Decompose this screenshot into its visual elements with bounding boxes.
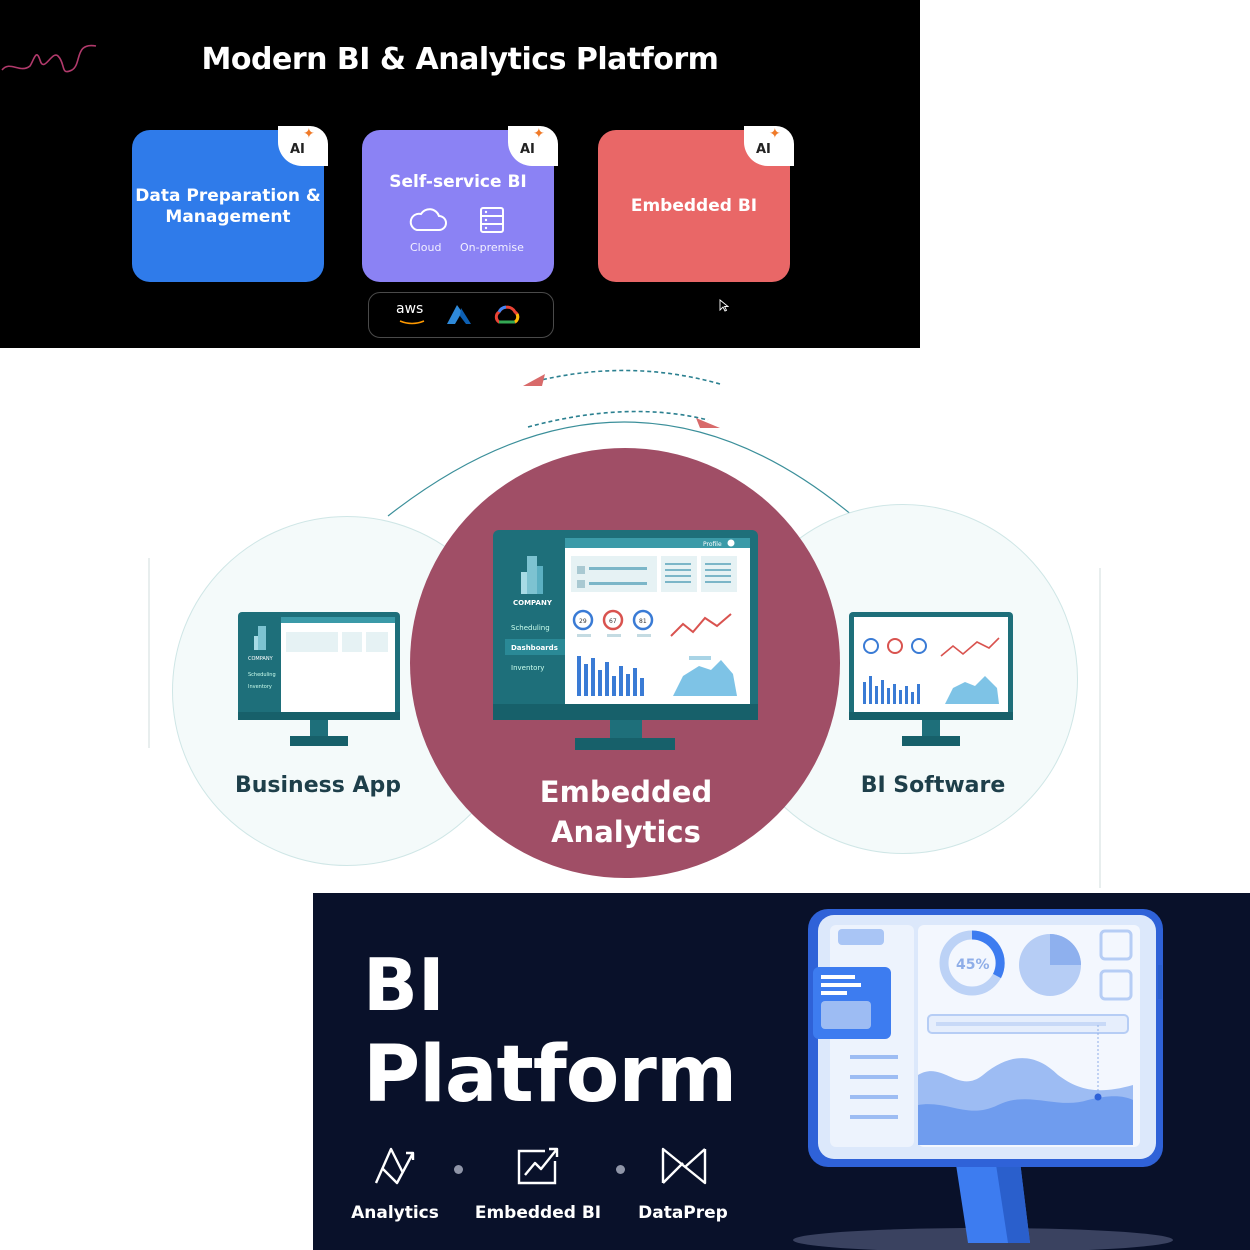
embedded-bi-icon	[517, 1147, 559, 1185]
bi-title: BI	[363, 943, 445, 1027]
analytics-label: Analytics	[351, 1203, 439, 1223]
mouse-cursor-icon	[719, 299, 729, 312]
sparkle-icon: ✦	[303, 126, 315, 142]
scheduling-nav: Scheduling	[511, 624, 550, 632]
dashboards-nav: Dashboards	[511, 644, 558, 652]
separator-dot	[616, 1165, 625, 1174]
platform-title: Platform	[363, 1030, 737, 1120]
company-label: COMPANY	[248, 656, 274, 662]
embedded-analytics-diagram: COMPANY Scheduling Inventory Profile COM…	[148, 348, 1103, 893]
connection-arcs	[387, 369, 854, 517]
cloud-icon	[409, 208, 447, 231]
bi-software-monitor	[849, 612, 1013, 746]
embedded-analytics-line2: Analytics	[551, 815, 701, 849]
analytics-icon	[374, 1147, 415, 1185]
dataprep-label: DataPrep	[638, 1203, 728, 1223]
ai-badge: ✦AI	[278, 126, 328, 166]
gauge-value: 81	[639, 618, 647, 625]
gauge-percent: 45%	[956, 957, 990, 973]
embedded-analytics-monitor: Profile COMPANY Scheduling Dashboards In…	[493, 530, 758, 750]
profile-avatar-icon	[727, 539, 735, 547]
embedded-bi-label: Embedded BI	[474, 1203, 602, 1223]
ai-badge: ✦AI	[508, 126, 558, 166]
server-icon	[480, 207, 504, 233]
inventory-label: Inventory	[248, 684, 272, 690]
on-premise-label: On-premise	[460, 241, 524, 254]
embedded-bi-label: Embedded BI	[630, 196, 758, 216]
gauge-value: 67	[609, 618, 617, 625]
data-preparation-label: Data Preparation & Management	[135, 186, 321, 227]
embedded-analytics-caption: Embedded Analytics	[488, 772, 764, 852]
cloud-label: Cloud	[410, 241, 442, 254]
google-cloud-icon	[494, 305, 520, 324]
self-service-bi-card[interactable]: ✦AI Self-service BI Cloud On-premise	[362, 126, 558, 282]
gauge-value: 29	[579, 618, 587, 625]
arrow-right-icon	[696, 418, 720, 428]
cloud-providers-row: aws	[368, 292, 554, 338]
sparkle-icon: ✦	[769, 126, 781, 142]
aws-smile-icon	[399, 320, 425, 325]
dataprep-icon	[661, 1147, 707, 1185]
separator-dot	[454, 1165, 463, 1174]
business-app-caption: Business App	[234, 773, 402, 798]
sparkle-icon: ✦	[533, 126, 545, 142]
dashboard-illustration: 45%	[793, 909, 1173, 1250]
scheduling-label: Scheduling	[248, 672, 276, 678]
modern-bi-panel: Modern BI & Analytics Platform ✦AI Data …	[0, 0, 920, 348]
bi-platform-banner: BI Platform Analytics Embedded BI DataPr…	[313, 893, 1250, 1250]
aws-logo: aws	[396, 301, 424, 317]
divider-line	[1099, 568, 1101, 888]
divider-line	[148, 558, 150, 748]
embedded-analytics-line1: Embedded	[539, 775, 713, 809]
panel1-title: Modern BI & Analytics Platform	[201, 42, 719, 77]
arrow-left-icon	[523, 374, 545, 386]
ai-badge: ✦AI	[744, 126, 794, 166]
profile-label: Profile	[703, 541, 722, 548]
signature-logo	[1, 44, 97, 73]
azure-icon	[447, 305, 471, 324]
inventory-nav: Inventory	[511, 664, 544, 672]
self-service-bi-label: Self-service BI	[389, 172, 527, 192]
data-preparation-card[interactable]: ✦AI Data Preparation & Management	[132, 126, 328, 282]
company-label: COMPANY	[513, 599, 553, 607]
business-app-monitor: COMPANY Scheduling Inventory	[238, 612, 400, 746]
bi-software-caption: BI Software	[860, 773, 1006, 798]
embedded-bi-card[interactable]: ✦AI Embedded BI	[598, 126, 794, 282]
